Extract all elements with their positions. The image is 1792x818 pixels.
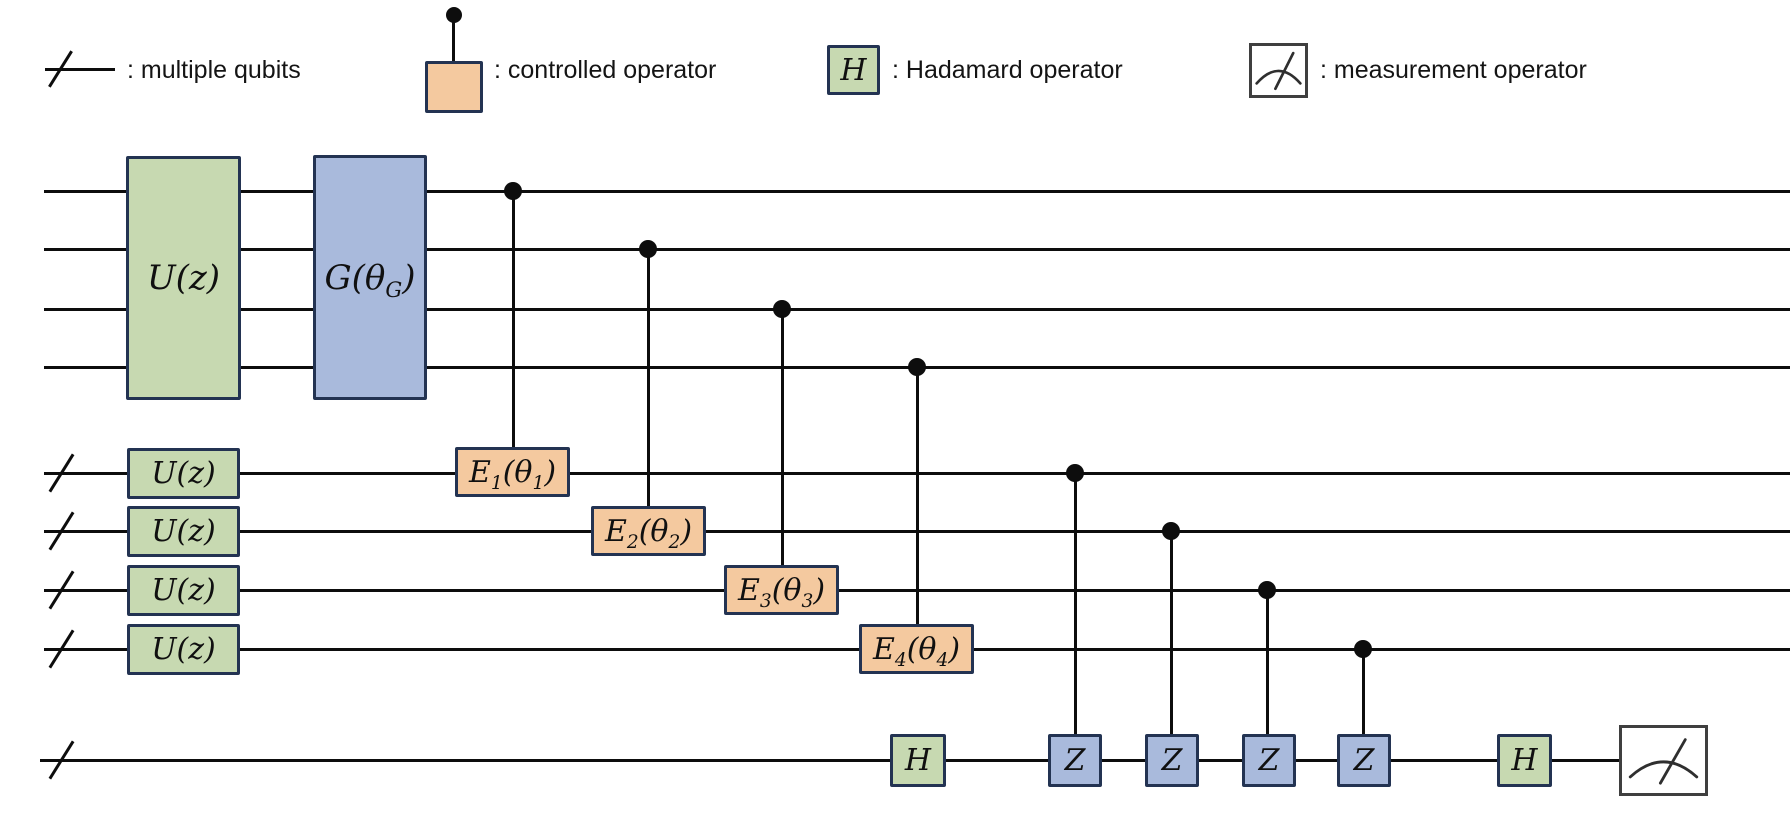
legend-label-multiple-qubits: : multiple qubits (127, 56, 301, 84)
control-link-line (647, 249, 650, 510)
gate-e-1: E1(θ1) (455, 447, 570, 497)
gate-label: U(z) (151, 456, 216, 491)
legend-label-measurement: : measurement operator (1320, 56, 1587, 84)
gate-e-4: E4(θ4) (859, 624, 974, 674)
legend-hadamard-box-icon: H (827, 45, 880, 95)
gate-label: U(z) (151, 514, 216, 549)
gate-g: G(θG) (313, 155, 427, 400)
control-link-line (512, 191, 515, 451)
control-dot (1066, 464, 1084, 482)
legend-label-hadamard: : Hadamard operator (892, 56, 1123, 84)
legend-label-controlled-operator: : controlled operator (494, 56, 717, 84)
gate-label: Z (1353, 743, 1375, 778)
legend-hadamard-symbol: H (840, 52, 867, 88)
control-link-line (1074, 473, 1077, 741)
gate-e-3: E3(θ3) (724, 565, 839, 615)
gate-u-register-1: U(z) (127, 448, 240, 499)
qubit-wire-top-2 (44, 248, 1790, 251)
gate-label: E2(θ2) (604, 513, 693, 553)
controlled-box-icon (425, 61, 483, 113)
legend-wire (45, 68, 115, 71)
control-link-line (781, 309, 784, 569)
gate-label: E4(θ4) (872, 631, 961, 671)
control-link-line (916, 367, 919, 628)
measurement-gauge-icon (1628, 738, 1699, 785)
measurement-gate (1619, 725, 1708, 796)
gate-g-label: G(θG) (324, 257, 416, 302)
gate-label: Z (1161, 743, 1183, 778)
qubit-wire-top-1 (44, 190, 1790, 193)
gate-h-left: H (890, 734, 946, 787)
control-link-line (1170, 531, 1173, 741)
gate-u-top-label: U(z) (146, 258, 221, 298)
legend-measurement-box-icon (1249, 43, 1308, 98)
gate-e-2: E2(θ2) (591, 506, 706, 556)
gate-label: Z (1258, 743, 1280, 778)
gate-z-4: Z (1337, 734, 1391, 787)
control-dot (773, 300, 791, 318)
control-link-line (1266, 590, 1269, 741)
gate-z-1: Z (1048, 734, 1102, 787)
control-link-line (1362, 649, 1365, 741)
control-dot (504, 182, 522, 200)
gate-label: H (1511, 743, 1538, 778)
gate-label: Z (1064, 743, 1086, 778)
gate-label: U(z) (151, 632, 216, 667)
gate-u-top: U(z) (126, 156, 241, 400)
gate-z-2: Z (1145, 734, 1199, 787)
gate-u-register-3: U(z) (127, 565, 240, 616)
gate-u-register-4: U(z) (127, 624, 240, 675)
qubit-wire-top-3 (44, 308, 1790, 311)
gate-label: H (904, 743, 932, 778)
gate-h-right: H (1497, 734, 1552, 787)
gate-label: U(z) (151, 573, 216, 608)
control-dot (908, 358, 926, 376)
control-dot (1162, 522, 1180, 540)
gate-label: E1(θ1) (468, 454, 557, 494)
control-stem-line (452, 21, 455, 62)
control-dot-icon (446, 7, 462, 23)
control-dot (639, 240, 657, 258)
ancilla-wire (40, 759, 1621, 762)
gate-label: E3(θ3) (737, 572, 826, 612)
control-dot (1258, 581, 1276, 599)
control-dot (1354, 640, 1372, 658)
measurement-gauge-icon (1255, 51, 1302, 91)
gate-z-3: Z (1242, 734, 1296, 787)
gate-u-register-2: U(z) (127, 506, 240, 557)
